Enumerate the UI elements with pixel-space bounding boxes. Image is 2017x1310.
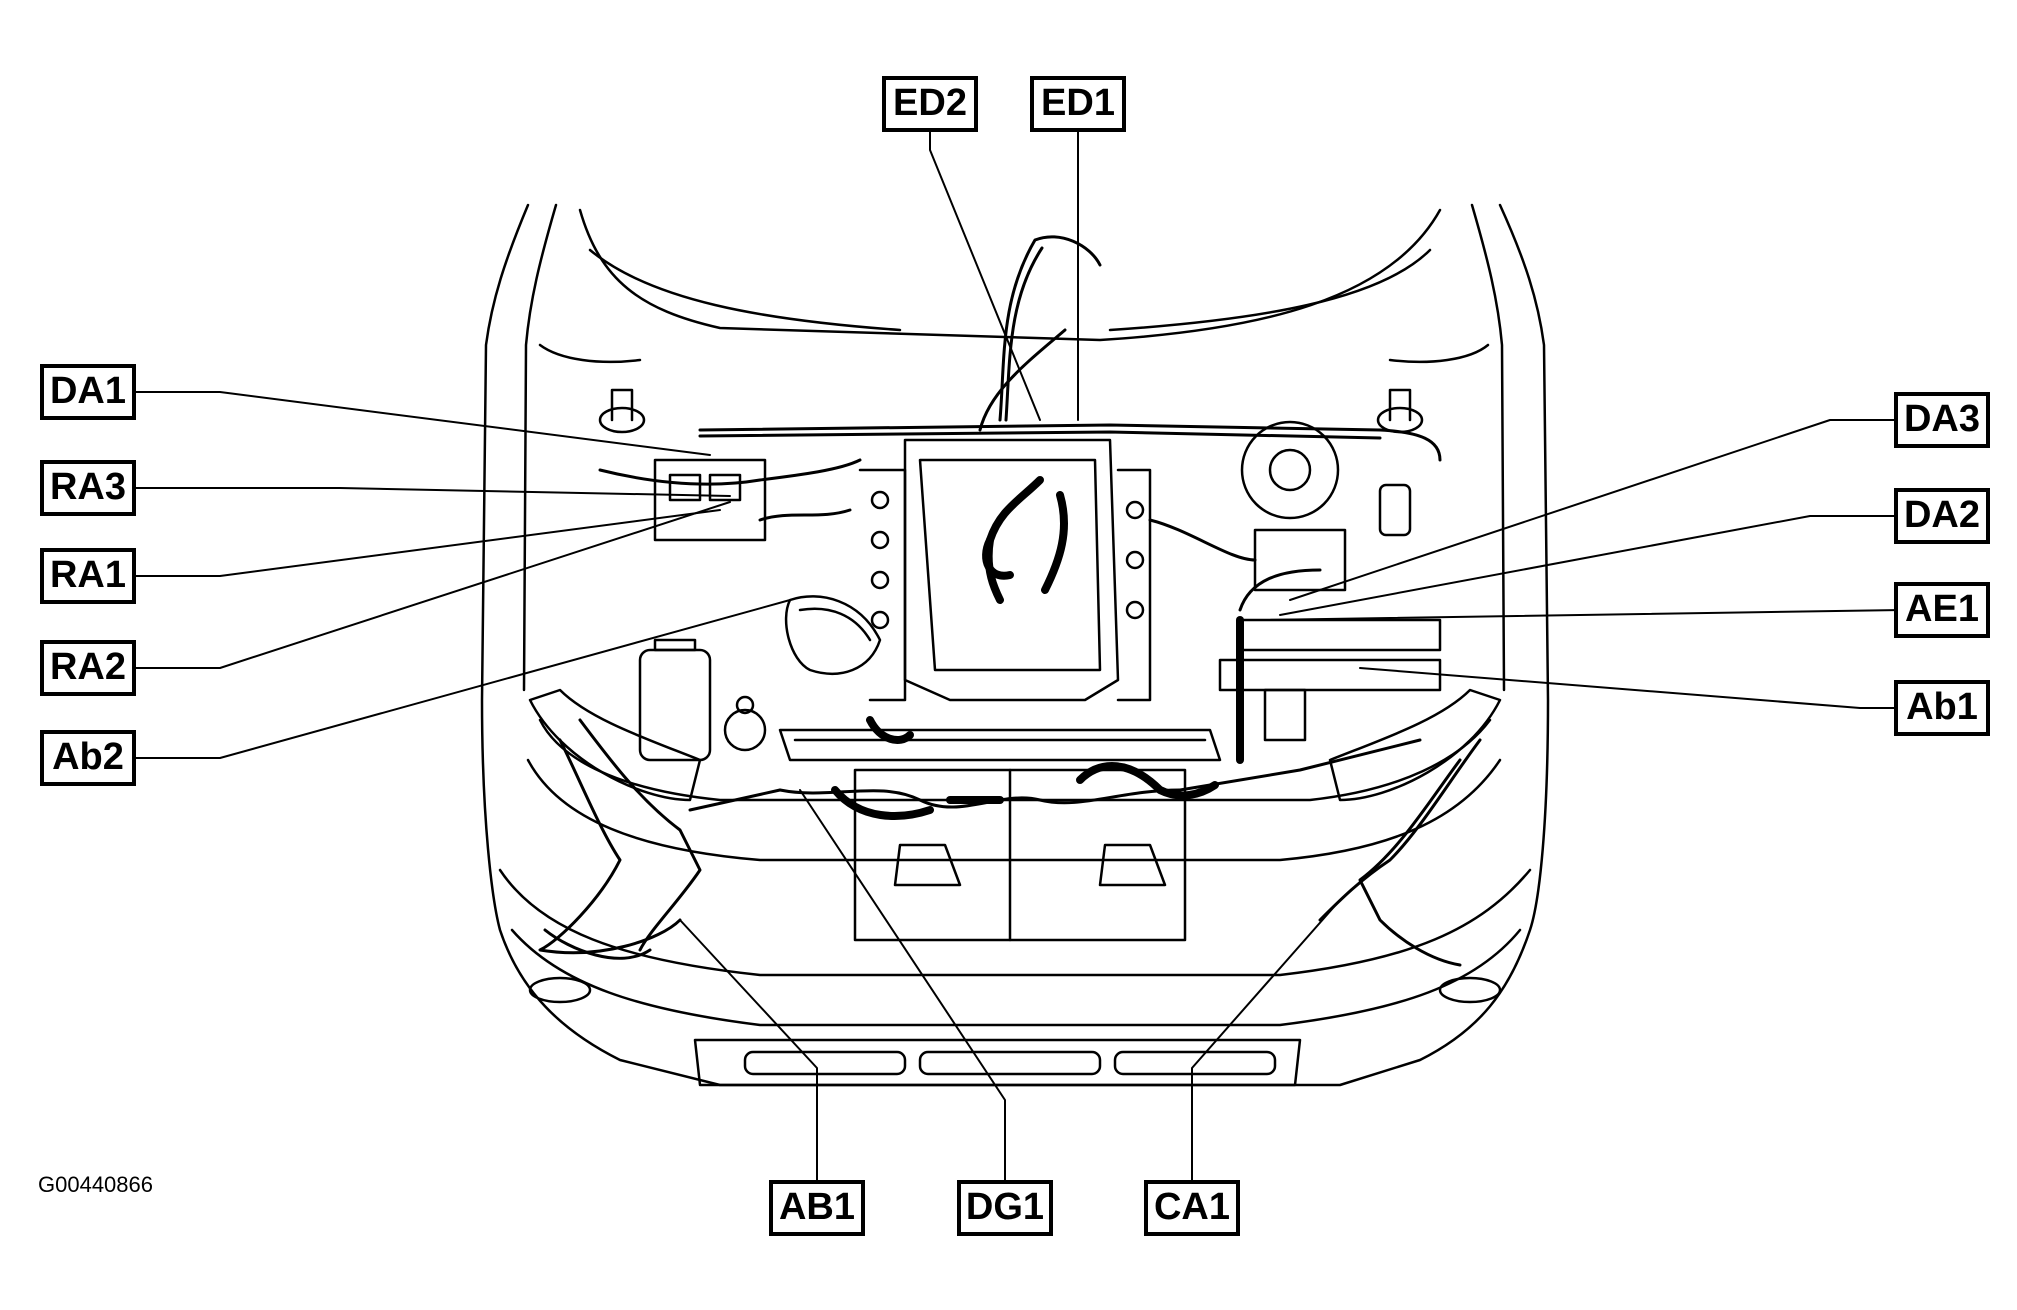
vehicle-body: [480, 203, 1550, 1087]
label-da3: DA3: [1894, 392, 1990, 448]
label-ra1: RA1: [40, 548, 136, 604]
label-ab1-bottom: AB1: [769, 1180, 865, 1236]
wiring-harness: [538, 235, 1482, 967]
label-ca1: CA1: [1144, 1180, 1240, 1236]
label-ae1: AE1: [1894, 582, 1990, 638]
figure-id: G00440866: [38, 1172, 153, 1197]
label-ab2: Ab2: [40, 730, 136, 786]
label-ra3: RA3: [40, 460, 136, 516]
callout-leaders: [135, 127, 1903, 1183]
engine-components: [598, 388, 1442, 942]
label-da2: DA2: [1894, 488, 1990, 544]
label-ed2: ED2: [882, 76, 978, 132]
label-da1: DA1: [40, 364, 136, 420]
label-dg1: DG1: [957, 1180, 1053, 1236]
label-ed1: ED1: [1030, 76, 1126, 132]
label-ab1: Ab1: [1894, 680, 1990, 736]
label-ra2: RA2: [40, 640, 136, 696]
highlighted-harness: [831, 476, 1244, 820]
